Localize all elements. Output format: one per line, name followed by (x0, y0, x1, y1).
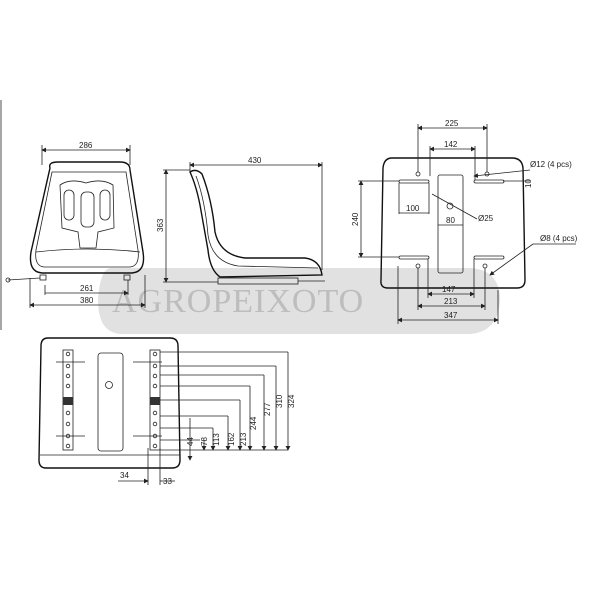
dim-225: 225 (445, 119, 459, 128)
dim-213: 213 (444, 297, 458, 306)
dim-rail-310: 310 (275, 394, 284, 408)
dim-10: 10 (524, 179, 533, 188)
side-view: 430 363 (156, 156, 325, 285)
rail-plate-outline (38, 337, 181, 469)
dim-rail-324: 324 (287, 394, 296, 408)
dim-rail-277: 277 (263, 402, 272, 416)
dim-80: 80 (446, 216, 455, 225)
seat-front-outline (29, 161, 145, 274)
base-plate-outline (380, 157, 526, 289)
watermark: AGROPEIXOTO (98, 268, 500, 334)
seat-side-outline (189, 169, 323, 278)
dim-offset-33: 33 (163, 477, 172, 486)
dim-240: 240 (351, 212, 360, 226)
dim-380: 380 (80, 296, 94, 305)
dim-363: 363 (156, 218, 165, 232)
dim-rail-213: 213 (239, 432, 248, 446)
dim-430: 430 (248, 156, 262, 165)
dim-rail-244: 244 (249, 416, 258, 430)
dim-rail-113: 113 (212, 433, 221, 446)
dim-142: 142 (444, 140, 458, 149)
label-center-hole: Ø25 (478, 214, 494, 223)
label-hole-12: Ø12 (4 pcs) (530, 160, 572, 169)
dim-rail-162: 162 (227, 432, 236, 446)
dim-100: 100 (406, 204, 420, 213)
label-hole-8: Ø8 (4 pcs) (540, 234, 578, 243)
dim-rail-78: 78 (200, 437, 209, 446)
base-plate-view: 225 142 240 100 80 Ø25 Ø12 (4 pcs) 10 Ø8… (351, 119, 578, 324)
front-view: 286 261 380 (5, 141, 146, 308)
dim-rail-44: 44 (186, 437, 195, 446)
dim-347: 347 (444, 311, 458, 320)
dim-261: 261 (80, 284, 94, 293)
dim-286: 286 (79, 141, 93, 150)
rail-plate-view: 44 78 113 162 213 244 277 310 324 34 33 (38, 337, 296, 486)
dim-147: 147 (442, 285, 456, 294)
watermark-text: AGROPEIXOTO (112, 283, 364, 320)
dim-offset-34: 34 (120, 471, 129, 480)
